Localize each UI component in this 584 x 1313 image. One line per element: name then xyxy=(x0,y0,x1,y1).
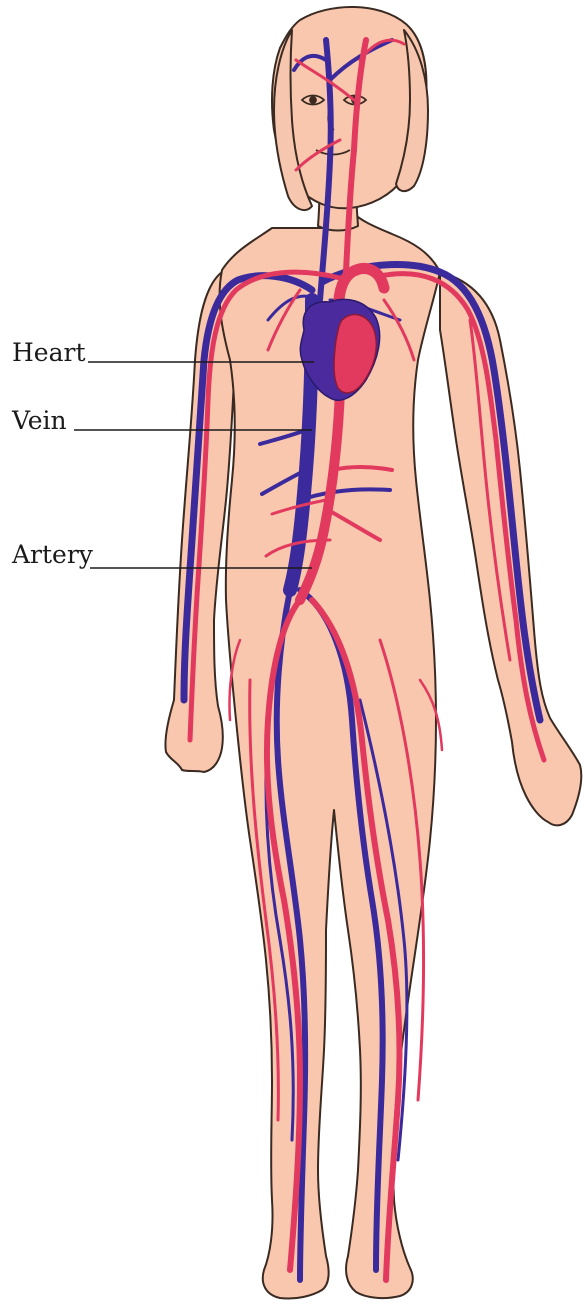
right-arm xyxy=(440,272,581,825)
heart-label: Heart xyxy=(12,340,86,365)
artery-label: Artery xyxy=(12,542,93,567)
left-pupil xyxy=(310,97,316,103)
vein-label: Vein xyxy=(12,408,67,433)
